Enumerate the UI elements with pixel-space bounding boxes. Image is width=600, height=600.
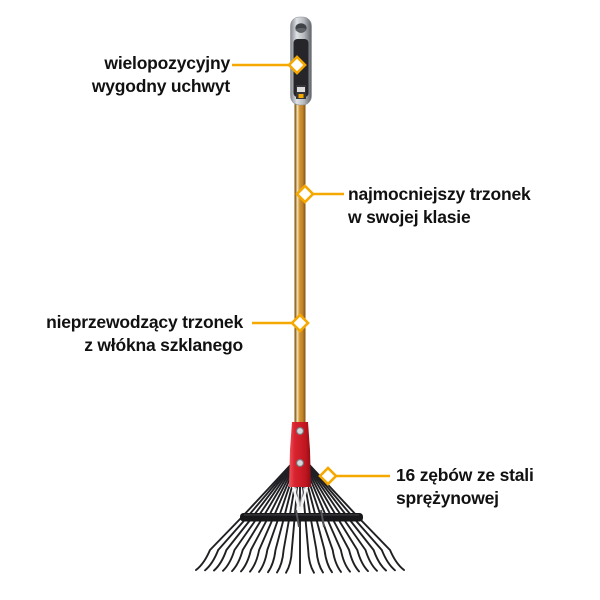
tine xyxy=(302,457,405,571)
tines-highlight-inner xyxy=(295,487,305,507)
ferrule-rivet-top xyxy=(296,427,304,435)
diamond-marker-shaft-strength-icon xyxy=(295,184,315,204)
tine xyxy=(204,457,299,572)
tine xyxy=(300,457,360,573)
tines-highlight xyxy=(291,484,309,514)
grip-hang-hole-shade xyxy=(295,28,307,32)
annotation-shaft-material: nieprzewodzący trzonek z włókna szklaneg… xyxy=(46,312,243,355)
tine xyxy=(300,457,369,573)
tine xyxy=(299,457,324,574)
grip-label-top xyxy=(297,87,305,92)
grip-label-logo xyxy=(298,94,304,98)
rake-ferrule xyxy=(289,422,311,487)
spreader-bar-clips xyxy=(295,509,325,528)
spreader-bar-highlight xyxy=(244,514,359,516)
tine xyxy=(258,457,300,573)
tine xyxy=(300,457,342,573)
tine xyxy=(299,457,315,574)
tine xyxy=(267,457,301,574)
diamond-marker-grip-icon xyxy=(287,55,307,75)
tine xyxy=(276,457,301,574)
tine xyxy=(195,457,298,571)
tine xyxy=(222,457,299,572)
tine xyxy=(301,457,387,572)
tine xyxy=(299,457,333,574)
tine xyxy=(301,457,396,572)
tine xyxy=(300,457,351,573)
annotation-tines: 16 zębów ze stali sprężynowej xyxy=(396,465,534,508)
tine xyxy=(285,457,301,574)
rake-tines xyxy=(195,457,405,574)
annotation-shaft-strength: najmocniejszy trzonek w swojej klasie xyxy=(348,184,531,227)
tine xyxy=(213,457,299,572)
tine xyxy=(301,457,378,572)
tine xyxy=(240,457,300,573)
tine xyxy=(249,457,300,573)
diamond-marker-tines-icon xyxy=(318,466,338,486)
diamond-marker-shaft-material-icon xyxy=(290,313,310,333)
tine xyxy=(231,457,300,573)
ferrule-rivet-bottom xyxy=(296,459,304,467)
rake-shaft xyxy=(294,104,306,424)
annotation-grip: wielopozycyjny wygodny uchwyt xyxy=(91,53,230,96)
